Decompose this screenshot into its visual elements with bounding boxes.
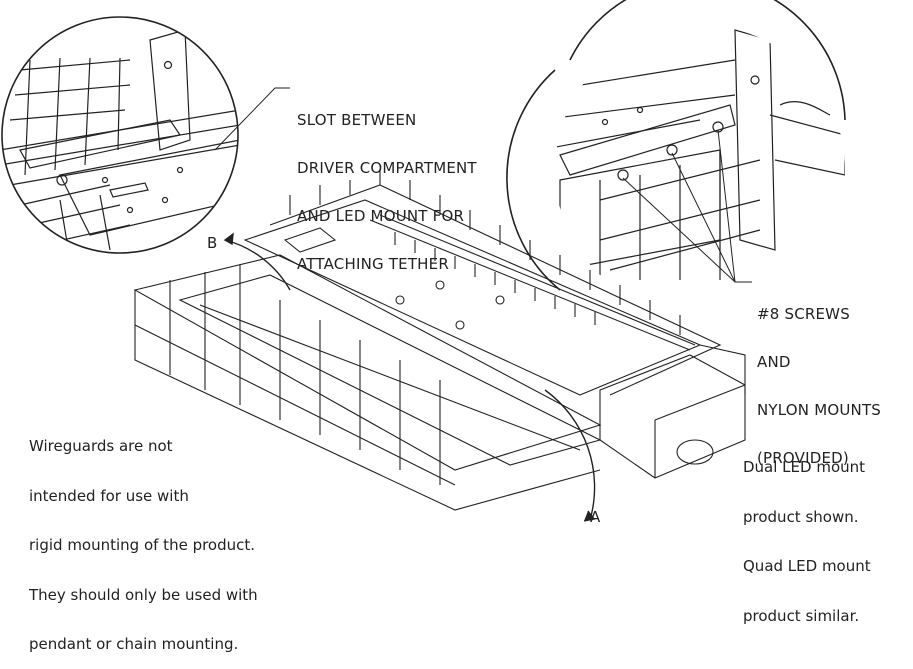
fixture-assembly — [133, 170, 746, 511]
dual-line-1: Dual LED mount — [743, 458, 866, 476]
dual-line-4: product similar. — [743, 606, 860, 625]
slot-line-1: SLOT BETWEEN — [297, 111, 417, 129]
dual-line-2: product shown. — [743, 507, 859, 526]
screws-callout: #8 SCREWS AND NYLON MOUNTS (PROVIDED) — [757, 274, 881, 482]
detail-a-view — [506, 0, 846, 291]
screws-line-1: #8 SCREWS — [757, 305, 850, 323]
screw-leaders — [622, 129, 752, 283]
slot-callout: SLOT BETWEEN DRIVER COMPARTMENT AND LED … — [297, 80, 477, 288]
view-marker-a: A — [590, 508, 601, 526]
dual-line-3: Quad LED mount — [743, 557, 871, 575]
detail-b-view — [1, 16, 239, 254]
wireguards-line-3: rigid mounting of the product. — [29, 536, 256, 554]
installation-diagram: A B — [1, 0, 846, 526]
screws-line-3: NYLON MOUNTS — [757, 401, 882, 419]
slot-line-3: AND LED MOUNT FOR — [297, 207, 465, 225]
slot-line-4: ATTACHING TETHER — [297, 255, 449, 273]
screws-line-2: AND — [757, 353, 791, 371]
wireguards-note: Wireguards are not intended for use with… — [29, 405, 258, 669]
slot-leader — [214, 87, 290, 151]
view-marker-b: B — [207, 234, 217, 252]
wireguards-line-5: pendant or chain mounting. — [29, 635, 239, 653]
dual-mount-note: Dual LED mount product shown. Quad LED m… — [743, 426, 871, 641]
screws-line-4: (PROVIDED) — [757, 449, 849, 467]
slot-line-2: DRIVER COMPARTMENT — [297, 159, 477, 177]
wireguards-line-4: They should only be used with — [29, 585, 258, 604]
wireguards-line-1: Wireguards are not — [29, 437, 173, 455]
wireguards-line-2: intended for use with — [29, 486, 189, 505]
view-arrows — [223, 232, 596, 522]
